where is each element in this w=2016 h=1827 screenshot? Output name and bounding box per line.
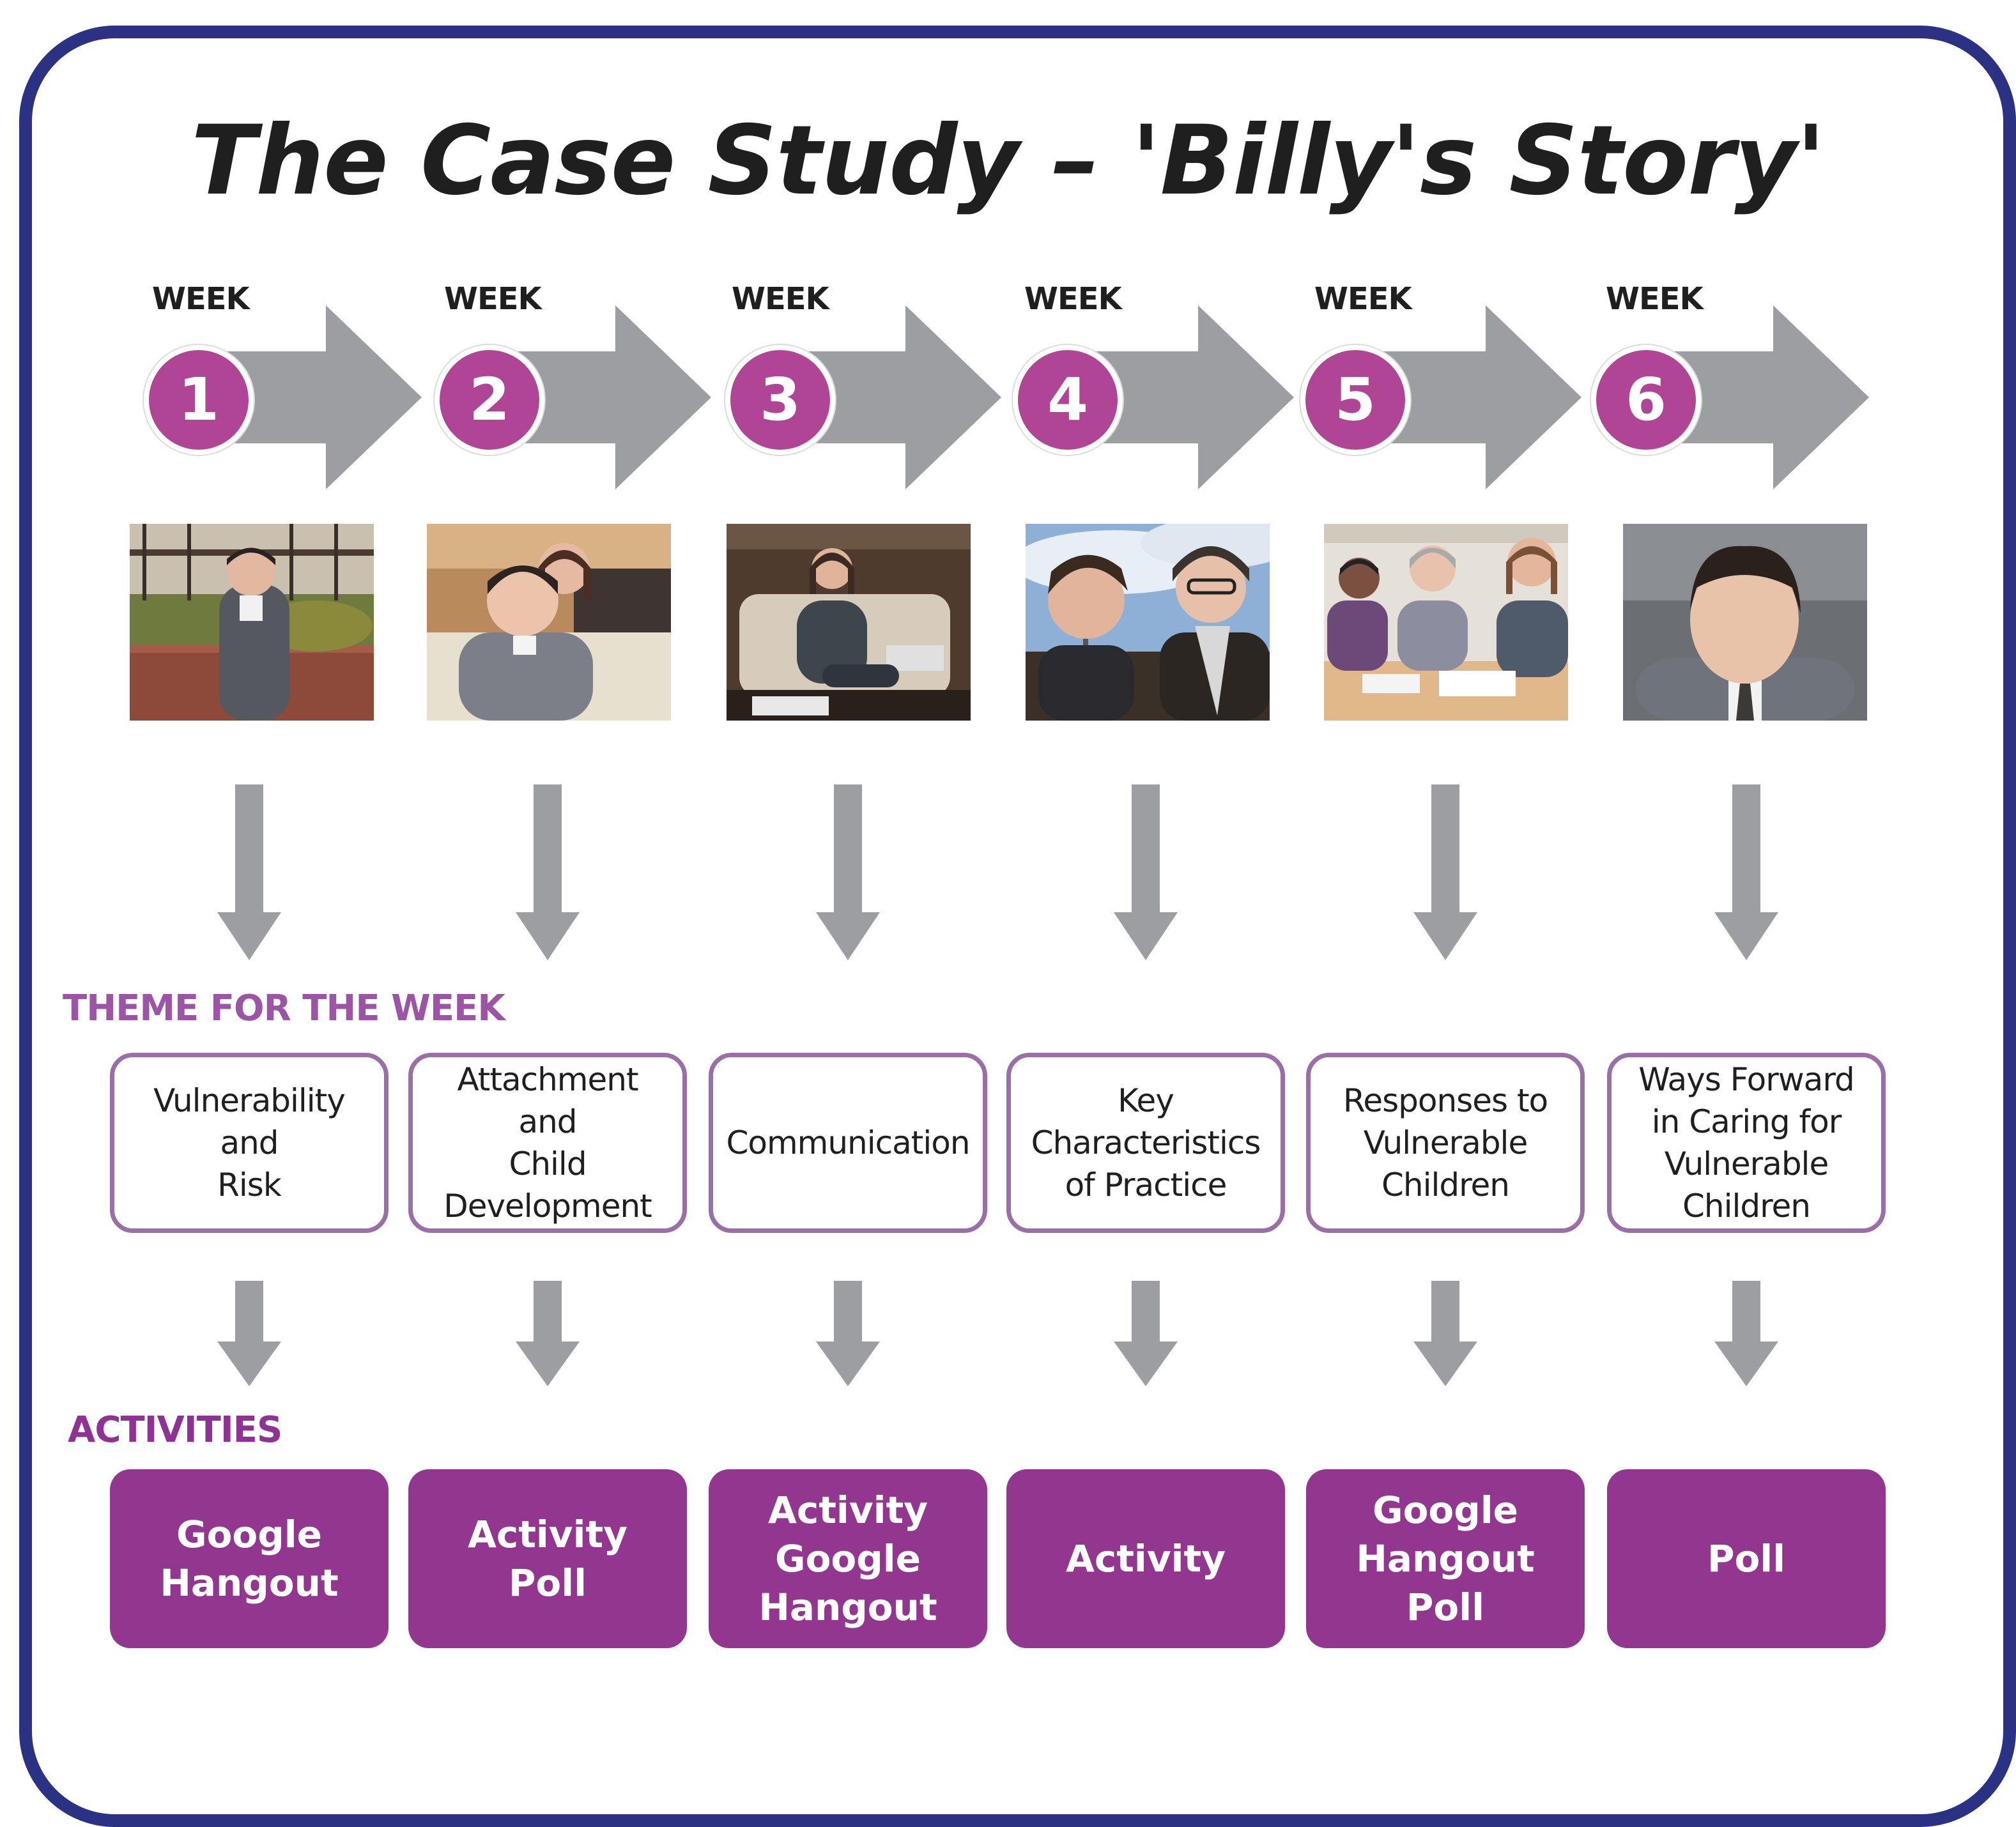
- week-number-badge: 6: [1591, 345, 1701, 455]
- theme-box: Communication: [709, 1053, 987, 1233]
- week-number: 3: [759, 365, 801, 434]
- activity-text: Google Hangout Poll: [1356, 1488, 1535, 1629]
- week-label: WEEK: [1024, 281, 1122, 317]
- activity-text: Activity Poll: [467, 1513, 628, 1605]
- theme-box: Key Characteristics of Practice: [1006, 1053, 1285, 1233]
- down-arrow-icon: [816, 784, 880, 963]
- week-number-badge: 2: [435, 345, 544, 455]
- down-arrow-icon: [1413, 784, 1477, 963]
- week-number: 4: [1047, 365, 1088, 434]
- theme-section-label: THEME FOR THE WEEK: [63, 988, 505, 1029]
- week-number-badge: 5: [1300, 345, 1410, 455]
- down-arrow-icon: [516, 1281, 580, 1389]
- boy-and-mother-photo: [427, 524, 671, 721]
- week-number-badge: 3: [725, 345, 835, 455]
- theme-text: Attachment and Child Development: [443, 1061, 652, 1225]
- week-arrow-icon: [195, 305, 425, 489]
- activity-box: Activity Poll: [408, 1469, 687, 1648]
- week-number: 6: [1625, 365, 1666, 434]
- theme-box: Attachment and Child Development: [408, 1053, 687, 1233]
- activity-text: Activity Google Hangout: [758, 1488, 937, 1629]
- week-number-badge: 4: [1013, 345, 1123, 455]
- week-arrow-icon: [774, 305, 1004, 489]
- week-number: 2: [468, 365, 510, 434]
- two-boys-outdoors-photo: [1026, 524, 1270, 721]
- week-number: 5: [1334, 365, 1376, 434]
- page-title: The Case Study – 'Billy's Story': [191, 105, 1826, 217]
- activity-box: Google Hangout Poll: [1306, 1469, 1585, 1648]
- week-number: 1: [178, 365, 219, 434]
- theme-box: Vulnerability and Risk: [110, 1053, 389, 1233]
- week-arrow-icon: [1067, 305, 1297, 489]
- theme-text: Communication: [726, 1124, 970, 1161]
- week-label: WEEK: [732, 281, 829, 317]
- week-arrow-icon: [484, 305, 714, 489]
- woman-on-sofa-photo: [727, 524, 971, 721]
- activity-box: Activity: [1006, 1469, 1285, 1648]
- week-arrow-icon: [1355, 305, 1585, 489]
- theme-text: Vulnerability and Risk: [153, 1082, 346, 1204]
- down-arrow-icon: [1413, 1281, 1477, 1389]
- boy-portrait-photo: [1623, 524, 1867, 721]
- theme-box: Ways Forward in Caring for Vulnerable Ch…: [1607, 1053, 1886, 1233]
- week-arrow-icon: [1642, 305, 1872, 489]
- down-arrow-icon: [1114, 1281, 1178, 1389]
- down-arrow-icon: [516, 784, 580, 963]
- theme-text: Key Characteristics of Practice: [1031, 1082, 1261, 1204]
- activity-text: Poll: [1707, 1537, 1786, 1580]
- activities-section-label: ACTIVITIES: [68, 1409, 282, 1451]
- week-number-badge: 1: [144, 345, 254, 455]
- theme-box: Responses to Vulnerable Children: [1306, 1053, 1585, 1233]
- down-arrow-icon: [217, 1281, 281, 1389]
- down-arrow-icon: [1714, 784, 1778, 963]
- activity-box: Google Hangout: [110, 1469, 389, 1648]
- down-arrow-icon: [1714, 1281, 1778, 1389]
- activity-text: Activity: [1065, 1537, 1226, 1580]
- week-label: WEEK: [1314, 281, 1412, 317]
- down-arrow-icon: [217, 784, 281, 963]
- down-arrow-icon: [1114, 784, 1178, 963]
- activity-box: Activity Google Hangout: [709, 1469, 987, 1648]
- meeting-table-photo: [1324, 524, 1568, 721]
- down-arrow-icon: [816, 1281, 880, 1389]
- activity-text: Google Hangout: [160, 1513, 339, 1605]
- boy-walking-photo: [130, 524, 374, 721]
- week-label: WEEK: [1606, 281, 1704, 317]
- theme-text: Responses to Vulnerable Children: [1343, 1082, 1548, 1204]
- week-label: WEEK: [444, 281, 542, 317]
- activity-box: Poll: [1607, 1469, 1886, 1648]
- theme-text: Ways Forward in Caring for Vulnerable Ch…: [1638, 1061, 1855, 1225]
- week-label: WEEK: [152, 281, 250, 317]
